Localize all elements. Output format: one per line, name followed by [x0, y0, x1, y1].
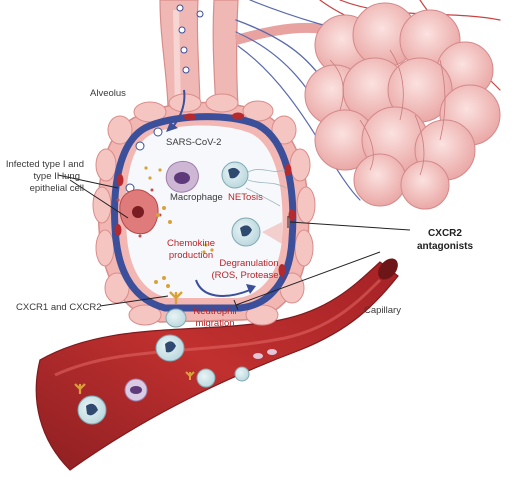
macrophage-cell [165, 161, 199, 193]
sars-cov-2-label: SARS-CoV-2 [166, 137, 222, 148]
infected-epithelial-cell [116, 188, 162, 238]
degranulating-neutrophil [231, 217, 282, 247]
netosis-label: NETosis [228, 192, 263, 203]
infected-cell-label-line3: epithelial cell [29, 183, 84, 194]
chemokine-label-line2: production [168, 250, 214, 261]
neutrophil-migration-arrow [195, 279, 256, 297]
alveolar-lobule-cluster [304, 2, 501, 210]
alveolus-label: Alveolus [90, 88, 126, 99]
cxcr-receptor [169, 291, 183, 304]
cxcr2-antagonists-label-line1: CXCR2 [428, 228, 462, 239]
cxcr1-cxcr2-label: CXCR1 and CXCR2 [16, 302, 102, 313]
migrating-neutrophils [155, 308, 187, 362]
neutrophil-migration-label-line1: Neutrophil [193, 306, 237, 317]
chemokine-label-line1: Chemokine [166, 238, 216, 249]
degranulation-label-line1: Degranulation [219, 258, 279, 269]
capillary-cells [74, 349, 277, 425]
alveolus-wall [92, 93, 316, 326]
leader-lines [57, 174, 411, 311]
neutrophil-migration-label-line2: migration [195, 318, 235, 329]
cxcr2-antagonists-label-line2: antagonists [416, 241, 474, 252]
chemokine-dots [144, 166, 214, 288]
infected-cell-label-line2: type II lung [33, 171, 80, 182]
capillary-vessel [35, 258, 399, 471]
degranulation-label-line2: (ROS, Proteases) [211, 270, 287, 281]
virus-entry-arrow [166, 89, 186, 132]
infected-cell-label-line1: Infected type I and [5, 159, 84, 170]
virus-particles [125, 4, 204, 228]
macrophage-label: Macrophage [170, 192, 223, 203]
capillary-label: Capillary [364, 305, 401, 316]
netosis-neutrophil [221, 161, 287, 207]
